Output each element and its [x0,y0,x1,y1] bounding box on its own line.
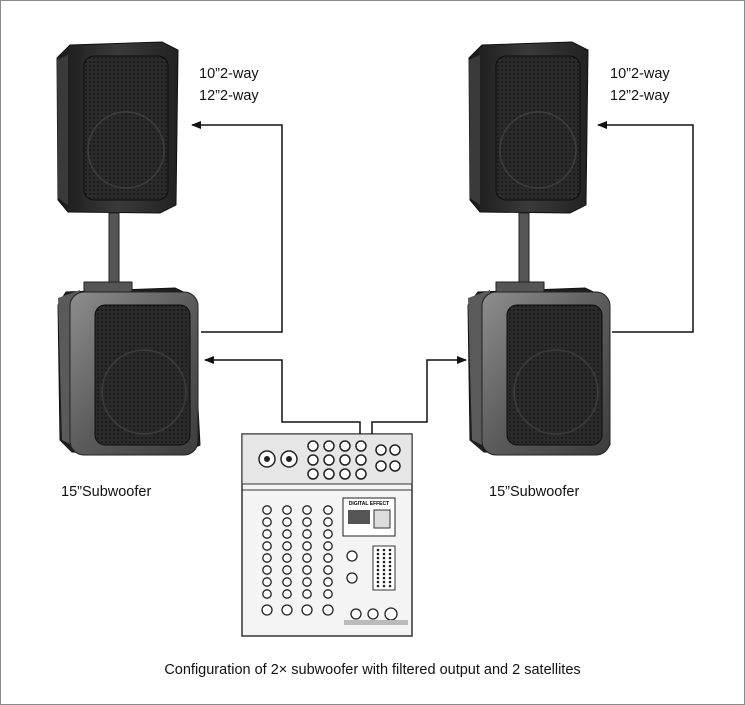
meter-led [376,584,380,588]
mixer-knob [323,565,333,575]
meter-led [382,576,386,580]
mixer-knob [302,541,312,551]
mixer-knob [262,553,272,563]
left-satellite-link [191,121,283,333]
mixer-knob [302,565,312,575]
right-subwoofer-label: 15”Subwoofer [489,484,580,500]
mixer-fader-knob [301,604,313,616]
meter-led [382,556,386,560]
meter-led [382,564,386,568]
meter-led [382,552,386,556]
mixer-knob [302,589,312,599]
mixer-knob [302,577,312,587]
right-satellite-link [597,121,694,333]
meter-led [388,584,392,588]
meter-led [382,560,386,564]
meter-led [376,552,380,556]
mixer-knob [282,565,292,575]
right-subwoofer-speaker [467,281,611,456]
meter-led [376,548,380,552]
signal-wiring [191,121,694,434]
left-satellite-speaker [56,41,179,214]
mixer-knob [262,541,272,551]
meter-led [382,572,386,576]
meter-led [388,564,392,568]
mixer-knob [282,541,292,551]
right-subwoofer-link [371,356,467,434]
mixer-knob [302,517,312,527]
meter-led [382,584,386,588]
meter-led [376,564,380,568]
mixer-knob [262,565,272,575]
left-satellite-label-10in: 10”2-way [199,66,259,82]
mixer-knob [323,589,333,599]
mixer-knob [282,577,292,587]
mixer-knob [323,517,333,527]
left-subwoofer-label: 15”Subwoofer [61,484,152,500]
mixer-knob [262,505,272,515]
meter-led [376,580,380,584]
left-subwoofer-link [204,356,361,434]
left-subwoofer-speaker [57,281,201,456]
meter-led [376,560,380,564]
right-pole [518,212,530,286]
mixer-knob [323,529,333,539]
meter-led [382,548,386,552]
mixer-knob [262,517,272,527]
mixer-knob [262,529,272,539]
left-satellite-label-12in: 12”2-way [199,88,259,104]
meter-led [388,556,392,560]
mixer-knob [262,589,272,599]
meter-led [376,568,380,572]
meter-led [388,552,392,556]
mixer-knob [302,529,312,539]
mixer-knob [323,553,333,563]
meter-led [388,580,392,584]
meter-led [376,556,380,560]
right-satellite-label-10in: 10”2-way [610,66,670,82]
figure-caption: Configuration of 2× subwoofer with filte… [164,662,581,678]
meter-led [388,572,392,576]
mixer-knob [302,553,312,563]
mixer-knob [282,505,292,515]
mixer-fader-knob [281,604,293,616]
mixer-fader-knob [261,604,273,616]
right-satellite-speaker [468,41,589,214]
effect-title: DIGITAL EFFECT [349,501,389,507]
mixer-knob [323,505,333,515]
mixer-knob [282,517,292,527]
mixer-fader-knob [322,604,334,616]
meter-led [382,568,386,572]
mixer-console: DIGITAL EFFECT [241,433,413,637]
left-pole [108,212,120,286]
meter-led [376,576,380,580]
mixer-knob [323,541,333,551]
mixer-knob [323,577,333,587]
mixer-knob [282,589,292,599]
mixer-knob [302,505,312,515]
mixer-knob [282,529,292,539]
meter-led [376,572,380,576]
mixer-knob [262,577,272,587]
meter-led [388,568,392,572]
mixer-knob [282,553,292,563]
meter-led [388,576,392,580]
meter-led [388,548,392,552]
right-satellite-label-12in: 12”2-way [610,88,670,104]
meter-led [388,560,392,564]
meter-led [382,580,386,584]
